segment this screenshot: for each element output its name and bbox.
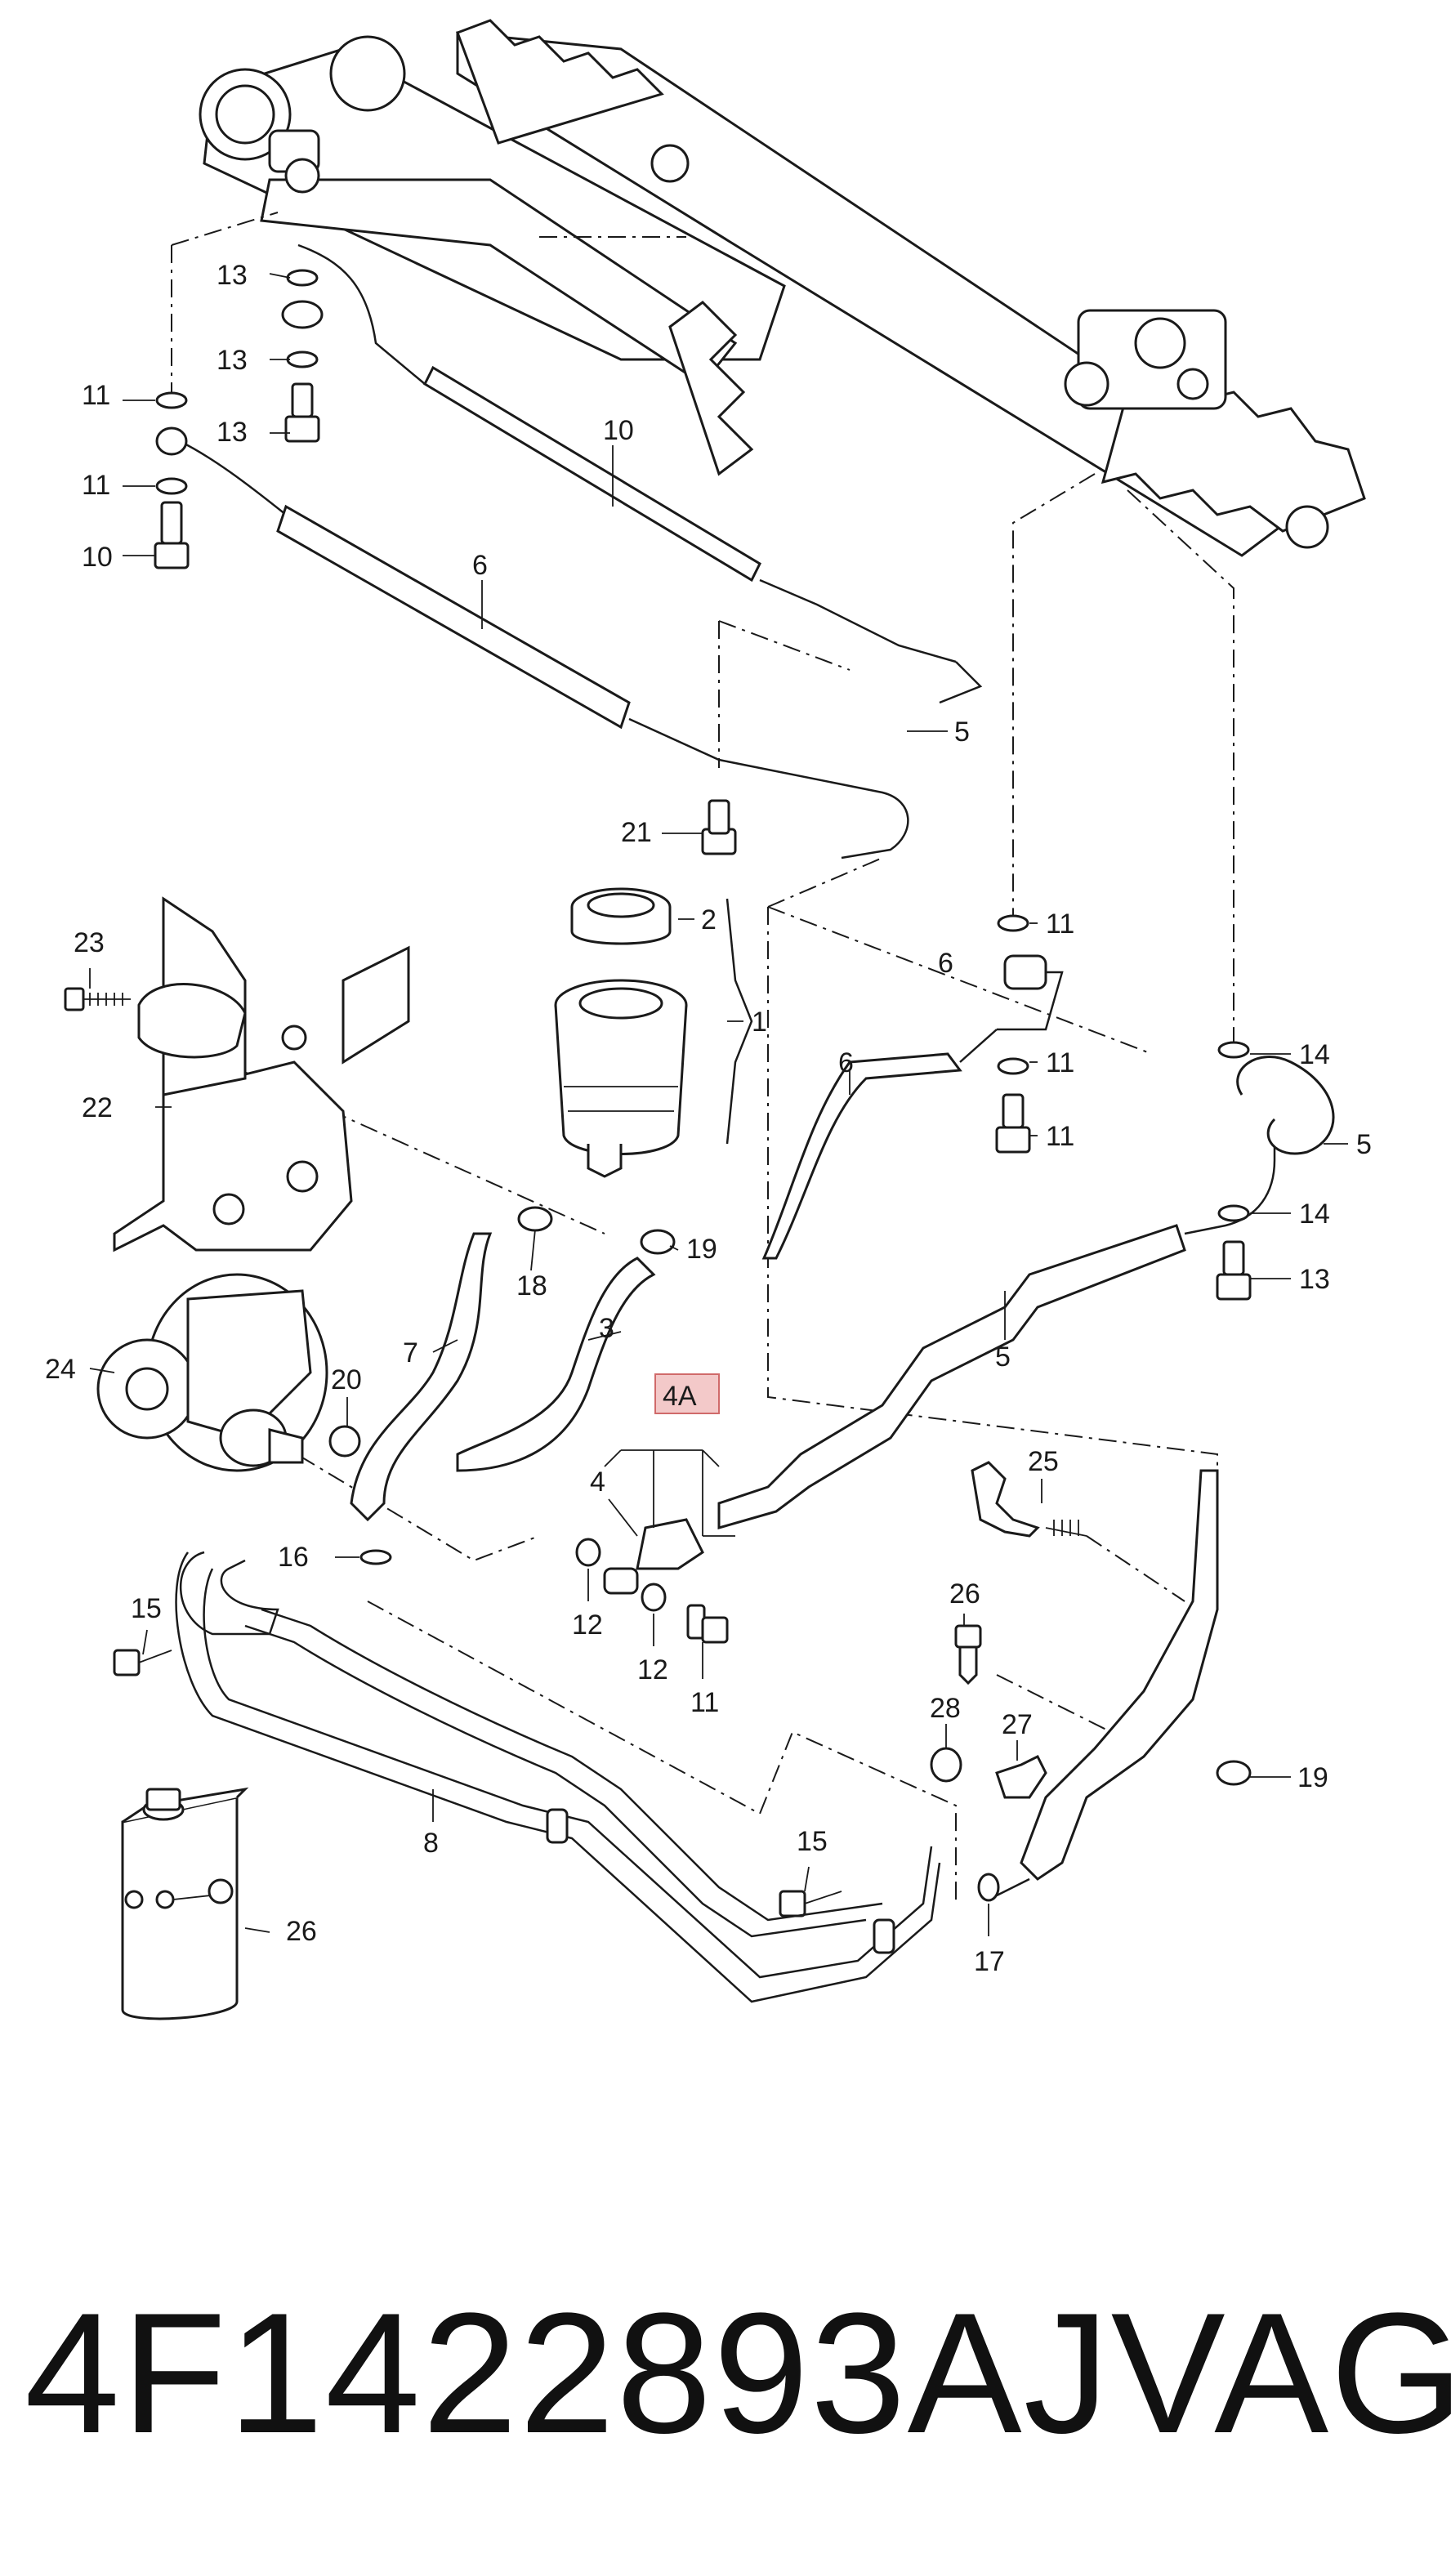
callout-13-second: 13 <box>217 345 248 376</box>
hose-clamp-18 <box>328 1425 361 1458</box>
callout-26: 26 <box>286 1916 317 1947</box>
banjo-fitting-4 <box>603 1518 735 1595</box>
reservoir-cap <box>570 887 672 945</box>
callout-13-right-bottom: 14 <box>1299 1199 1330 1230</box>
fluid-container <box>121 1787 249 2020</box>
callout-14-left: 15 <box>131 1593 162 1624</box>
callout-21: 22 <box>82 1092 113 1123</box>
callout-labels: 13 13 13 11 11 10 10 6 5 21 2 1 11 6 11 … <box>45 260 1372 1977</box>
rack-valve-body <box>1064 309 1227 410</box>
callout-28: 28 <box>930 1693 961 1724</box>
callout-27: 27 <box>1002 1709 1033 1740</box>
hose-clamp-15-left <box>359 1549 392 1565</box>
hose-clamp-16 <box>517 1206 553 1232</box>
pressure-hose-9 <box>297 243 983 704</box>
suction-hose-3 <box>456 1257 656 1472</box>
callout-11-left-mid: 11 <box>82 470 110 501</box>
callout-8: 8 <box>423 1828 439 1859</box>
clip-24 <box>971 1461 1087 1538</box>
callout-14-bottom: 15 <box>797 1826 828 1857</box>
callout-16: 18 <box>516 1270 547 1301</box>
callout-11-left-top: 11 <box>82 380 110 411</box>
callout-11-bottom-b: 12 <box>637 1654 668 1685</box>
reservoir-bracket-1 <box>726 898 753 1145</box>
reservoir <box>554 979 688 1178</box>
clip-25 <box>954 1624 982 1685</box>
callout-5-top: 5 <box>954 717 970 748</box>
steering-rack <box>199 19 1366 557</box>
suction-hose-7 <box>350 1232 493 1522</box>
callout-23: 24 <box>45 1354 76 1385</box>
brand-name: VAG <box>1110 2277 1451 2469</box>
callout-6-top: 6 <box>472 550 488 581</box>
callout-1: 1 <box>752 1007 767 1038</box>
callout-3: 3 <box>599 1313 614 1344</box>
callout-2: 2 <box>701 904 717 935</box>
clamp-19 <box>1216 1760 1252 1786</box>
label-leaders <box>89 273 1348 1936</box>
callout-17: 19 <box>686 1234 717 1265</box>
rack-mount-bolt-left <box>284 158 320 194</box>
rack-boot-top <box>456 19 664 145</box>
part-caption: 4F1422893AJ VAG <box>25 2277 1451 2469</box>
callout-22: 23 <box>74 927 105 958</box>
callout-18: 20 <box>331 1364 362 1395</box>
callout-7: 7 <box>403 1337 418 1368</box>
callout-12-right: 13 <box>1299 1264 1330 1295</box>
callout-25: 26 <box>949 1578 980 1609</box>
callout-5-middle: 5 <box>995 1342 1011 1373</box>
callout-13-top-left: 13 <box>217 260 248 291</box>
callout-15-left: 16 <box>278 1542 309 1573</box>
callout-11-bottom-a: 12 <box>572 1609 603 1641</box>
return-pipe-lower <box>996 1469 1219 1897</box>
hose-clamp-17 <box>640 1229 676 1255</box>
callout-10-left: 10 <box>82 542 113 573</box>
callout-19: 19 <box>1297 1762 1328 1793</box>
cooling-pipe-8 <box>175 1551 941 2003</box>
rack-boot-middle <box>668 301 754 476</box>
callout-4a: 4A <box>663 1381 697 1412</box>
mount-bracket <box>113 896 410 1252</box>
rack-mount-bolt <box>650 144 690 183</box>
callout-11-right-top: 11 <box>1046 909 1074 940</box>
power-steering-exploded-diagram: 13 13 13 11 11 10 10 6 5 21 2 1 11 6 11 … <box>45 19 1372 2020</box>
washers-and-bolts <box>113 269 1252 1917</box>
callout-9: 10 <box>603 415 634 446</box>
callout-6-middle: 6 <box>838 1047 854 1078</box>
clip-27 <box>995 1754 1047 1799</box>
pressure-hose-5 <box>717 1056 1335 1529</box>
callout-4: 4 <box>590 1467 605 1498</box>
callout-24: 25 <box>1028 1446 1059 1477</box>
callout-12-left: 13 <box>217 417 248 448</box>
callout-4a-highlight <box>654 1373 720 1414</box>
part-number: 4F1422893AJ <box>25 2277 1111 2469</box>
callout-5-right: 5 <box>1356 1129 1372 1160</box>
power-steering-pump <box>96 1273 328 1472</box>
callout-10-bottom: 11 <box>690 1687 719 1718</box>
nut-28 <box>930 1747 962 1783</box>
hose-fitting-6 <box>997 954 1064 1031</box>
callout-15-right: 17 <box>974 1946 1005 1977</box>
callout-13-right-top: 14 <box>1299 1039 1330 1070</box>
return-hose-6-middle <box>761 1029 998 1260</box>
callout-11-right-mid: 11 <box>1046 1047 1074 1078</box>
bracket-bolt-22 <box>64 987 131 1011</box>
callout-6-fitting: 6 <box>938 948 953 979</box>
callout-10-right: 11 <box>1046 1121 1074 1152</box>
callout-20: 21 <box>621 817 652 848</box>
bolt-20 <box>708 799 730 835</box>
return-hose-6-top <box>179 440 909 859</box>
clamp-15-right <box>977 1873 1000 1902</box>
